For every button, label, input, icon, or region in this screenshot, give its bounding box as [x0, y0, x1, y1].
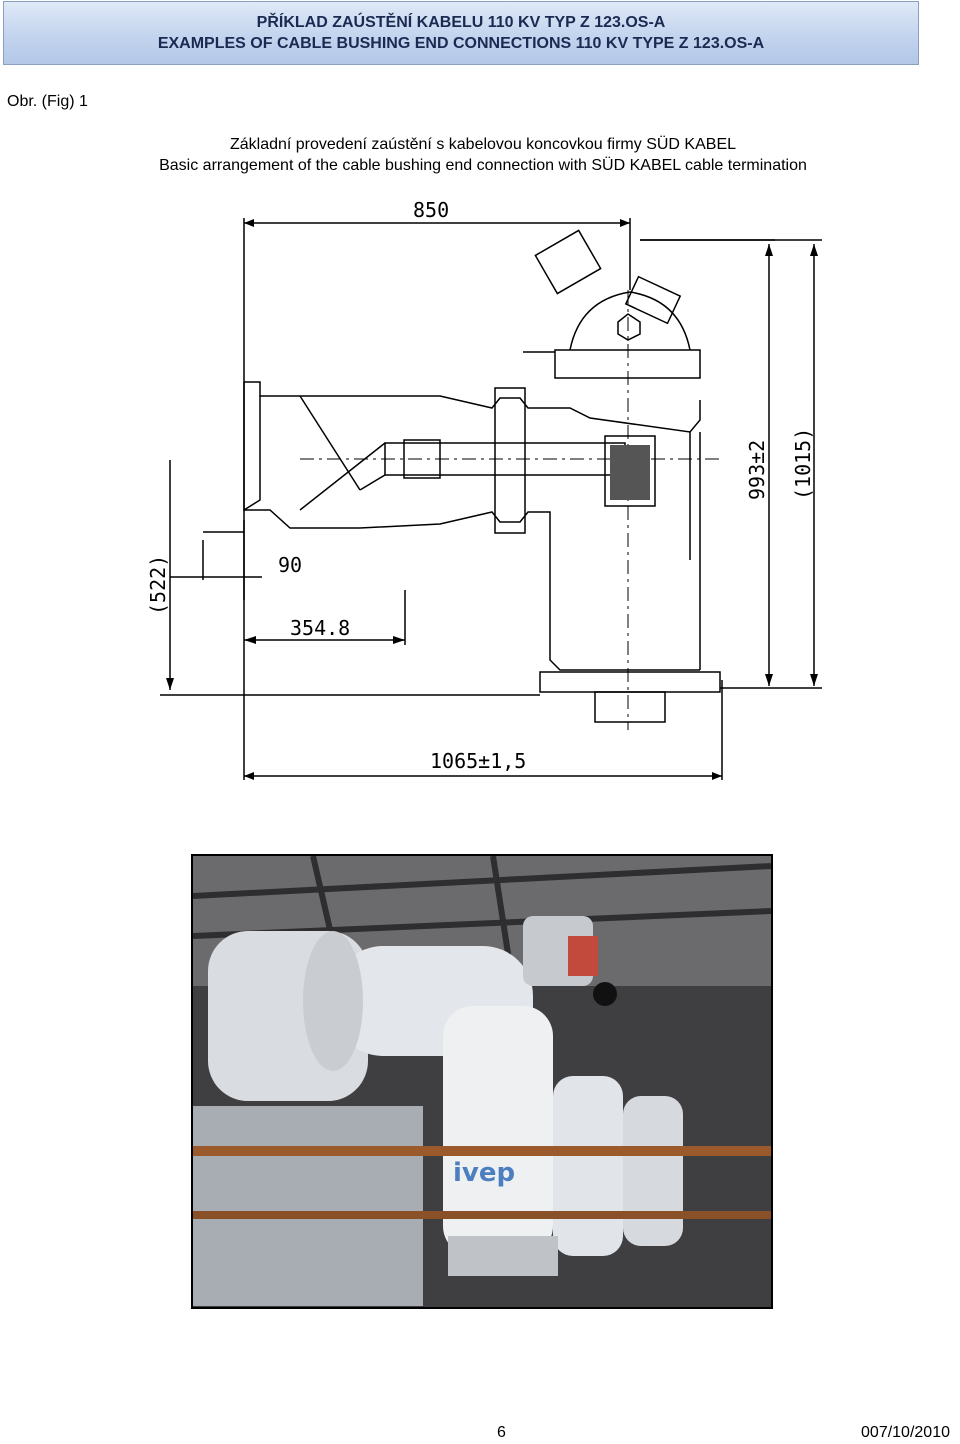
- caption-cz: Základní provedení zaústění s kabelovou …: [229, 136, 737, 153]
- figure-caption: Základní provedení zaústění s kabelovou …: [0, 134, 960, 176]
- dim-height-total: (1015): [791, 428, 815, 500]
- figure-label: Obr. (Fig) 1: [7, 93, 88, 110]
- header-title-en: EXAMPLES OF CABLE BUSHING END CONNECTION…: [157, 35, 765, 52]
- page-number: 6: [497, 1424, 506, 1441]
- installation-photo: ivep: [191, 854, 773, 1309]
- header-title-cz: PŘÍKLAD ZAÚSTĚNÍ KABELU 110 KV TYP Z 123…: [256, 14, 666, 31]
- document-header: PŘÍKLAD ZAÚSTĚNÍ KABELU 110 KV TYP Z 123…: [3, 1, 919, 65]
- technical-drawing: 850 90 354.8 1065±1,5 993±2 (1015) (522): [146, 198, 822, 780]
- dim-offset: 90: [278, 553, 302, 577]
- footer-date: 007/10/2010: [861, 1424, 950, 1441]
- photo-logo: ivep: [453, 1158, 515, 1188]
- dim-height: 993±2: [745, 440, 769, 500]
- cable-termination-block: [610, 445, 650, 500]
- installation-photo-graphic: ivep: [193, 856, 771, 1307]
- dim-bottom: 1065±1,5: [430, 749, 526, 773]
- dim-left-height: (522): [146, 555, 170, 615]
- dim-top: 850: [413, 198, 449, 222]
- dim-depth: 354.8: [290, 616, 350, 640]
- caption-en: Basic arrangement of the cable bushing e…: [159, 157, 807, 174]
